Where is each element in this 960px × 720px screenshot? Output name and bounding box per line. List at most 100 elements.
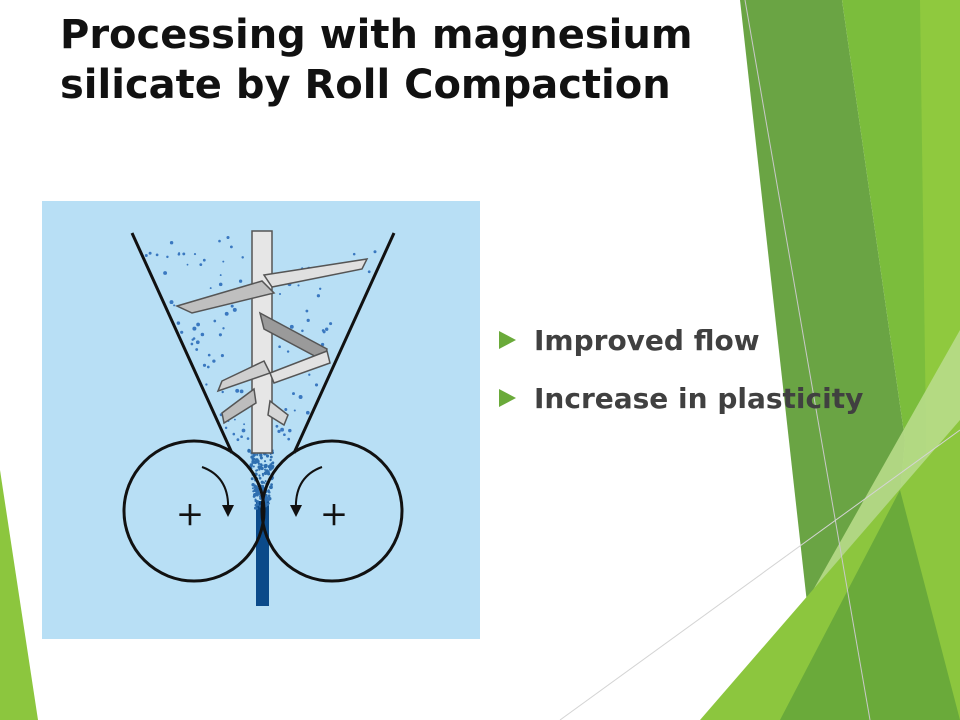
slide-title-line-2: silicate by Roll Compaction	[60, 62, 671, 108]
powder-particle	[218, 282, 223, 287]
powder-particle	[224, 426, 228, 430]
powder-particle	[319, 287, 322, 290]
left-green-strip	[0, 470, 38, 720]
powder-particle	[226, 235, 230, 240]
powder-particle	[192, 326, 197, 331]
powder-particle	[218, 239, 221, 243]
nip-particle	[254, 503, 258, 507]
powder-particle	[199, 263, 203, 266]
powder-particle	[289, 324, 294, 329]
powder-particle	[329, 322, 333, 326]
powder-particle	[207, 353, 211, 357]
left-rotation-arrowhead	[222, 505, 234, 517]
nip-particle	[267, 465, 272, 469]
screw-flight-low-right	[267, 399, 289, 427]
powder-particle	[209, 287, 212, 290]
powder-particle	[367, 270, 371, 274]
powder-particle	[235, 388, 240, 393]
powder-particle	[173, 304, 176, 307]
nip-particle	[260, 480, 264, 484]
powder-particle	[229, 245, 233, 249]
nip-particle	[254, 487, 259, 491]
nip-particle	[249, 464, 253, 468]
nip-particle	[259, 456, 263, 460]
powder-particle	[314, 383, 319, 387]
powder-particle	[218, 333, 222, 337]
compacted-ribbon	[256, 501, 269, 606]
nip-particle	[261, 472, 265, 476]
slide-title-line-1: Processing with magnesium	[60, 12, 693, 58]
nip-particle	[256, 453, 259, 456]
powder-particle	[220, 354, 224, 358]
list-item: Improved flow	[496, 320, 863, 360]
powder-particle	[240, 435, 243, 439]
triangle-bullet-icon	[499, 389, 516, 407]
powder-particle	[275, 424, 279, 428]
powder-particle	[298, 395, 303, 399]
powder-particle	[205, 383, 208, 386]
powder-particle	[241, 428, 246, 433]
nip-particle	[267, 494, 271, 498]
nip-particle	[269, 458, 272, 462]
nip-particle	[251, 487, 254, 490]
powder-particle	[230, 304, 234, 308]
powder-particle	[195, 348, 199, 351]
right-roller	[260, 439, 404, 583]
thin-line-b	[559, 429, 960, 720]
powder-particle	[222, 327, 225, 330]
powder-particle	[192, 337, 196, 340]
powder-particle	[206, 365, 210, 369]
nip-particle	[255, 493, 259, 497]
screw-shaft	[251, 230, 273, 454]
nip-particle	[258, 476, 262, 480]
hopper-left-wall	[130, 232, 234, 454]
powder-particle	[286, 350, 290, 353]
powder-particle	[277, 429, 281, 433]
nip-particle	[252, 465, 255, 468]
powder-particle	[213, 319, 217, 323]
powder-particle	[163, 271, 168, 275]
nip-particle	[270, 483, 273, 486]
powder-particle	[234, 418, 236, 421]
powder-particle	[186, 263, 189, 266]
powder-particle	[202, 258, 206, 262]
powder-particle	[193, 253, 197, 256]
nip-particle	[259, 463, 262, 466]
screw-flight-low-left	[221, 387, 257, 425]
powder-particle	[246, 437, 250, 440]
roll-compactor-diagram: + +	[42, 201, 480, 639]
nip-particle	[258, 465, 263, 470]
powder-particle	[232, 307, 237, 312]
nip-particle	[257, 462, 261, 465]
powder-particle	[284, 408, 288, 411]
nip-particle	[268, 467, 272, 471]
nip-particle	[256, 500, 259, 503]
powder-particle	[222, 260, 225, 263]
powder-particle	[169, 300, 174, 305]
nip-particle	[263, 465, 268, 469]
powder-particle	[316, 294, 321, 298]
screw-flights	[174, 258, 369, 427]
powder-particle	[308, 373, 311, 376]
left-roller-mark: +	[176, 494, 205, 534]
slide-title: Processing with magnesium silicate by Ro…	[60, 10, 740, 110]
powder-particle	[166, 255, 169, 259]
powder-particle	[224, 311, 229, 316]
powder-particle	[288, 428, 292, 433]
nip-particle	[268, 491, 271, 494]
powder-particle	[182, 252, 186, 256]
right-roller-mark: +	[320, 494, 349, 534]
bullet-list: Improved flow Increase in plasticity	[496, 320, 863, 436]
nip-particle	[265, 454, 270, 458]
powder-particle	[293, 409, 296, 412]
hopper-right-wall	[292, 232, 396, 454]
powder-particle	[236, 438, 240, 442]
powder-particle	[305, 309, 309, 313]
powder-particle	[305, 410, 310, 415]
bottom-mid-facet	[780, 490, 960, 720]
powder-particle	[373, 250, 377, 254]
nip-particle	[251, 460, 255, 464]
powder-particle	[169, 241, 174, 245]
nip-particle	[271, 462, 273, 465]
